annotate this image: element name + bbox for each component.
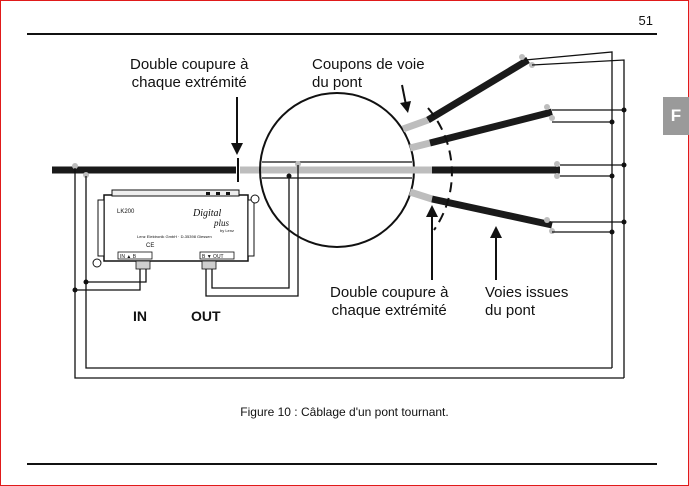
page-number: 51	[638, 13, 653, 28]
label-bridge-coupons-line2: du pont	[312, 74, 363, 91]
label-exit-tracks: Voies issues du pont	[485, 284, 568, 320]
exit-track-1	[426, 56, 530, 124]
label-out: OUT	[191, 308, 221, 324]
module-ce-mark: CE	[146, 243, 154, 249]
exit-track-2	[429, 108, 553, 147]
bottom-rule	[27, 463, 657, 465]
module-maker: Lenz Elektronik GmbH · D-35398 Giessen	[137, 234, 212, 239]
in-connector	[135, 260, 151, 270]
label-double-cut-top: Double coupure à chaque extrémité	[130, 56, 248, 92]
module-in-terminals: IN ▲ B	[120, 254, 137, 260]
label-double-cut-top-line1: Double coupure à	[130, 56, 249, 73]
right-wiring	[524, 51, 625, 378]
label-double-cut-bottom: Double coupure à chaque extrémité	[330, 284, 448, 320]
language-tab[interactable]: F	[663, 97, 689, 135]
track-end-points	[72, 54, 560, 234]
label-double-cut-top-line2: chaque extrémité	[131, 74, 247, 91]
module-brand-1: Digital	[192, 208, 222, 219]
figure-caption: Figure 10 : Câblage d'un pont tournant.	[240, 405, 449, 419]
pointer-arrows	[231, 84, 502, 280]
label-exit-tracks-line1: Voies issues	[485, 284, 569, 301]
coupon-upper	[401, 116, 430, 133]
module-out-terminals: B ▼ OUT	[202, 254, 224, 260]
label-exit-tracks-line2: du pont	[485, 302, 536, 319]
label-bridge-coupons-line1: Coupons de voie	[312, 56, 425, 73]
out-connector	[201, 260, 217, 270]
left-junctions	[72, 173, 292, 293]
module-brand-sub: by Lenz	[220, 228, 234, 233]
label-bridge-coupons: Coupons de voie du pont	[312, 56, 425, 92]
left-wiring	[74, 165, 624, 379]
lk200-module: LK200 Digital plus by Lenz Lenz Elektron…	[92, 189, 260, 270]
top-rule	[27, 33, 657, 35]
module-model: LK200	[117, 209, 135, 215]
label-double-cut-bottom-line2: chaque extrémité	[331, 302, 447, 319]
right-junctions	[609, 107, 627, 235]
coupon-lower	[408, 188, 434, 203]
exit-track-4	[431, 195, 553, 229]
module-brand-2: plus	[213, 218, 230, 228]
coupon-middle	[409, 139, 431, 152]
label-in: IN	[133, 308, 147, 324]
label-double-cut-bottom-line1: Double coupure à	[330, 284, 449, 301]
double-cut-arc	[427, 107, 453, 231]
